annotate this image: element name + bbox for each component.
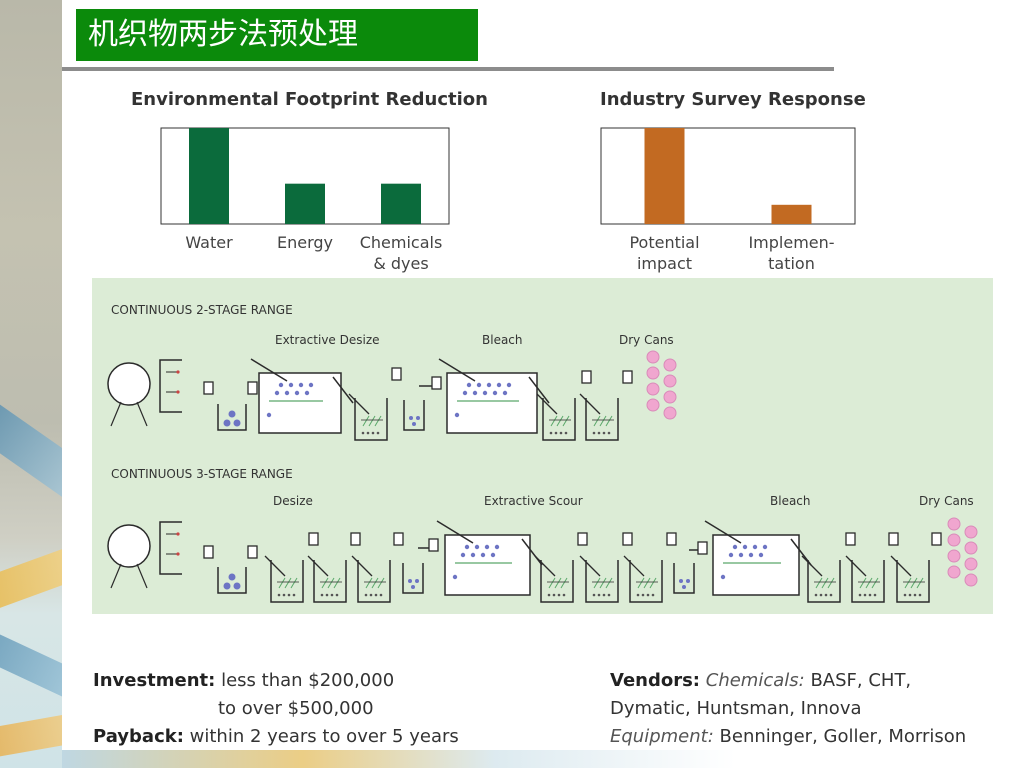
pad-icon [577, 532, 588, 546]
steamer-icon [250, 358, 354, 434]
steamer-icon [704, 520, 812, 596]
washer-box-icon [579, 393, 619, 441]
washer-box-icon [579, 555, 619, 603]
washer-box-icon [845, 555, 885, 603]
two-stage-label-dry-cans: Dry Cans [619, 333, 674, 347]
rinse-box-icon [402, 563, 424, 594]
fabric-roll-icon [107, 524, 151, 589]
investment-value-line2: to over $500,000 [218, 698, 374, 719]
steamer-icon [438, 358, 550, 434]
vendors-label: Vendors: [610, 670, 701, 691]
pad-icon [308, 532, 319, 546]
two-stage-label-desize: Extractive Desize [275, 333, 380, 347]
pad-icon [393, 532, 404, 546]
chart-1-title: Environmental Footprint Reduction [131, 89, 488, 110]
pad-icon [203, 381, 214, 395]
strip-swoosh-blue-lower [0, 621, 62, 709]
pad-icon [845, 532, 856, 546]
strip-swoosh-blue [0, 399, 62, 501]
washer-box-icon [890, 555, 930, 603]
washer-box-icon [264, 555, 304, 603]
chemicals-label: Chemicals: [705, 670, 805, 691]
bar [285, 183, 325, 224]
washer-box-icon [623, 555, 663, 603]
title-divider [62, 67, 834, 71]
bar [644, 128, 685, 224]
pad-icon [697, 541, 708, 555]
pad-icon [350, 532, 361, 546]
steamer-icon [436, 520, 543, 596]
left-decorative-strip [0, 0, 62, 768]
dry-cans-icon [947, 517, 978, 587]
rinse-box-icon [673, 563, 695, 594]
saturator-icon [217, 567, 247, 594]
bar [381, 183, 421, 224]
three-stage-heading: CONTINUOUS 3-STAGE RANGE [111, 467, 293, 481]
category-label: Water [185, 233, 233, 252]
pad-icon [581, 370, 592, 384]
bar [189, 128, 229, 224]
j-box-icon [159, 359, 182, 413]
three-stage-label-bleach: Bleach [770, 494, 811, 508]
slide-title: 机织物两步法预处理 [76, 9, 478, 61]
saturator-icon [217, 404, 247, 431]
washer-box-icon [534, 555, 574, 603]
investment-line: Investment: less than $200,000 [93, 670, 394, 691]
plot-frame [600, 127, 856, 225]
pad-icon [931, 532, 942, 546]
washer-box-icon [348, 393, 388, 441]
pad-icon [666, 532, 677, 546]
pad-icon [247, 545, 258, 559]
investment-value: less than $200,000 [221, 670, 395, 691]
vendors-line: Vendors: Chemicals: BASF, CHT, [610, 670, 911, 691]
equipment-line: Equipment: Benninger, Goller, Morrison [610, 726, 966, 747]
three-stage-label-scour: Extractive Scour [484, 494, 583, 508]
pad-icon [431, 376, 442, 390]
category-label: & dyes [373, 254, 428, 273]
category-label: impact [637, 254, 692, 273]
chemicals-value: BASF, CHT, [810, 670, 912, 691]
fabric-roll-icon [107, 362, 151, 427]
pad-icon [622, 532, 633, 546]
washer-box-icon [536, 393, 576, 441]
chart-2-title: Industry Survey Response [600, 89, 866, 110]
pad-icon [247, 381, 258, 395]
vendors-line-2: Dymatic, Huntsman, Innova [610, 698, 862, 719]
rinse-box-icon [403, 400, 425, 431]
chart-industry-survey: Potential impact Implemen-tation [600, 127, 856, 273]
category-label: tation [768, 254, 815, 273]
category-label: Energy [277, 233, 333, 252]
category-label: Chemicals [360, 233, 443, 252]
pad-icon [428, 538, 439, 552]
investment-label: Investment: [93, 670, 216, 691]
three-stage-label-desize: Desize [273, 494, 313, 508]
pad-icon [888, 532, 899, 546]
washer-box-icon [307, 555, 347, 603]
process-diagram: CONTINUOUS 2-STAGE RANGE Extractive Desi… [107, 303, 978, 603]
chart-environmental-footprint: Water Energy Chemicals & dyes [160, 127, 450, 273]
pad-icon [203, 545, 214, 559]
strip-swoosh-gold [0, 708, 62, 762]
payback-label: Payback: [93, 726, 184, 747]
dry-cans-icon [646, 350, 677, 420]
pad-icon [391, 367, 402, 381]
washer-box-icon [801, 555, 841, 603]
equipment-value: Benninger, Goller, Morrison [719, 726, 967, 747]
process-diagram-panel: CONTINUOUS 2-STAGE RANGE Extractive Desi… [92, 278, 993, 614]
category-label: Potential [629, 233, 699, 252]
bar [771, 204, 812, 224]
pad-icon [622, 370, 633, 384]
equipment-label: Equipment: [610, 726, 714, 747]
two-stage-heading: CONTINUOUS 2-STAGE RANGE [111, 303, 293, 317]
payback-value: within 2 years to over 5 years [189, 726, 459, 747]
bottom-decorative-band [62, 750, 1024, 768]
washer-box-icon [351, 555, 391, 603]
strip-swoosh-orange [0, 542, 62, 612]
three-stage-label-dry-cans: Dry Cans [919, 494, 974, 508]
payback-line: Payback: within 2 years to over 5 years [93, 726, 459, 747]
two-stage-label-bleach: Bleach [482, 333, 523, 347]
category-label: Implemen- [748, 233, 834, 252]
j-box-icon [159, 521, 182, 575]
